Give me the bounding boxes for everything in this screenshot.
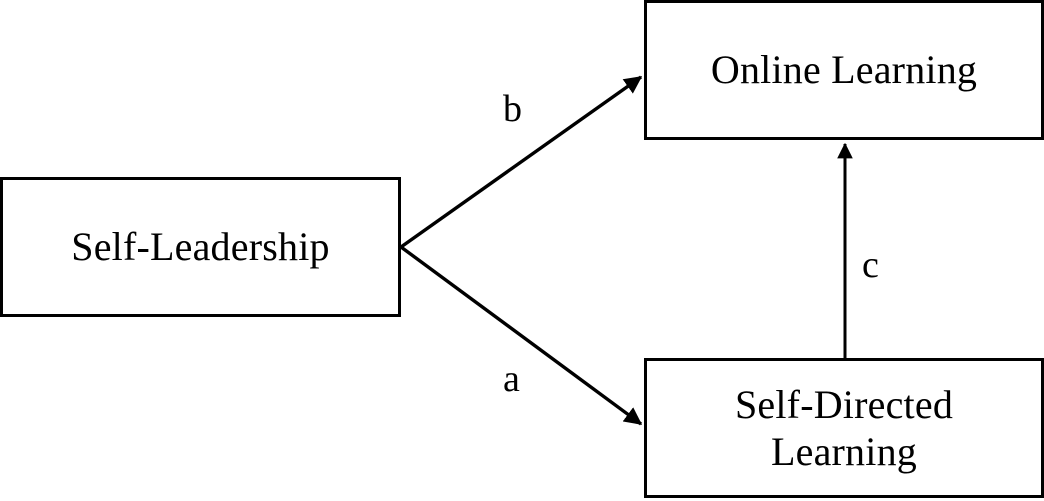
edge-label-c: c [862,244,879,286]
node-online-learning-label: Online Learning [710,47,978,93]
node-self-leadership: Self-Leadership [0,177,401,317]
node-online-learning: Online Learning [644,0,1044,140]
node-self-leadership-label: Self-Leadership [71,224,330,270]
edge-a-line [399,245,643,426]
edge-label-a: a [503,358,520,400]
edge-label-b: b [503,88,522,130]
node-self-directed-learning: Self-Directed Learning [644,358,1044,498]
node-self-directed-learning-label: Self-Directed Learning [734,381,954,474]
